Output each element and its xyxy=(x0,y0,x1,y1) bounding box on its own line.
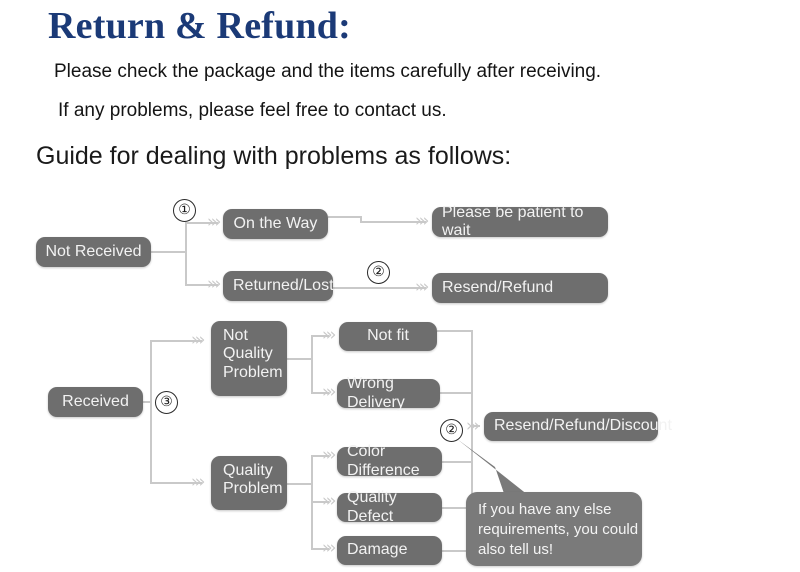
connector xyxy=(143,401,152,403)
node-returned-lost: Returned/Lost xyxy=(223,271,334,301)
page-title: Return & Refund: xyxy=(48,5,351,47)
node-not-fit: Not fit xyxy=(339,322,437,351)
marker-two-bottom: ② xyxy=(440,419,463,442)
callout-line-2: requirements, you could xyxy=(478,520,639,538)
node-not-quality-problem-line-2: Quality xyxy=(223,345,273,363)
node-not-quality-problem: Not Quality Problem xyxy=(211,321,287,396)
connector xyxy=(442,507,473,509)
node-quality-defect: Quality Defect xyxy=(337,489,442,525)
arrow-icon: ››› xyxy=(322,491,337,511)
callout-line-3: also tell us! xyxy=(478,540,554,558)
connector xyxy=(311,455,329,457)
arrow-icon: ››› xyxy=(207,212,222,232)
node-not-quality-problem-line-3: Problem xyxy=(223,363,283,381)
node-not-received: Not Received xyxy=(36,237,151,267)
node-resend-refund: Resend/Refund xyxy=(432,273,608,303)
connector xyxy=(150,341,152,483)
connector xyxy=(287,483,313,485)
connector xyxy=(311,501,329,503)
connector xyxy=(150,340,202,342)
node-quality-problem: Quality Problem xyxy=(211,456,287,510)
connector xyxy=(442,461,473,463)
connector xyxy=(360,216,362,222)
node-color-difference: Color Difference xyxy=(337,443,442,479)
node-not-quality-problem-line-1: Not xyxy=(223,327,248,344)
connector xyxy=(360,221,426,223)
connector-bus xyxy=(471,330,473,552)
callout-line-1: If you have any else xyxy=(478,501,612,518)
connector xyxy=(185,284,218,286)
marker-two-top: ② xyxy=(367,261,390,284)
connector xyxy=(311,335,329,337)
node-quality-problem-line-2: Problem xyxy=(223,480,283,498)
arrow-icon: ››› xyxy=(191,472,206,492)
connector xyxy=(311,392,329,394)
connector xyxy=(185,223,187,285)
node-quality-problem-line-1: Quality xyxy=(223,462,273,479)
node-damage: Damage xyxy=(337,536,442,565)
arrow-icon: ››› xyxy=(207,274,222,294)
node-wrong-delivery: Wrong Delivery xyxy=(337,375,440,411)
connector xyxy=(311,336,313,394)
connector xyxy=(440,392,473,394)
arrow-icon: ››› xyxy=(322,445,337,465)
node-received: Received xyxy=(48,387,143,417)
connector xyxy=(185,222,218,224)
arrow-icon: ››› xyxy=(322,538,337,558)
connector xyxy=(437,330,473,332)
connector xyxy=(471,425,480,427)
node-on-the-way: On the Way xyxy=(223,209,328,239)
intro-line-1: Please check the package and the items c… xyxy=(54,61,602,82)
connector xyxy=(150,482,202,484)
connector xyxy=(311,548,329,550)
guide-heading: Guide for dealing with problems as follo… xyxy=(36,142,512,170)
node-please-be-patient: Please be patient to wait xyxy=(432,204,608,239)
connector xyxy=(442,550,473,552)
arrow-icon: ››› xyxy=(415,211,430,231)
connector xyxy=(333,287,426,289)
node-resend-refund-discount: Resend/Refund/Discount xyxy=(484,412,672,441)
connector xyxy=(151,251,186,253)
marker-one: ① xyxy=(173,199,196,222)
marker-three: ③ xyxy=(155,391,178,414)
arrow-icon: ››› xyxy=(322,382,337,402)
intro-line-2: If any problems, please feel free to con… xyxy=(58,100,447,121)
arrow-icon: ››› xyxy=(466,416,481,436)
arrow-icon: ››› xyxy=(191,330,206,350)
connector xyxy=(287,358,313,360)
arrow-icon: ››› xyxy=(415,277,430,297)
callout-bubble: If you have any else requirements, you c… xyxy=(466,492,642,566)
connector xyxy=(328,216,362,218)
arrow-icon: ››› xyxy=(322,325,337,345)
